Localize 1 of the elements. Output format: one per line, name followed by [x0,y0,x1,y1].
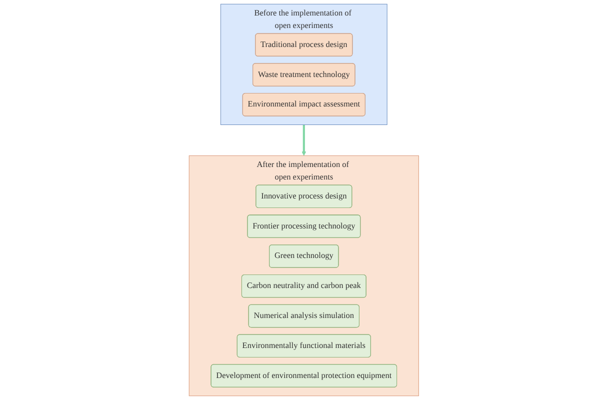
arrow [302,124,306,156]
